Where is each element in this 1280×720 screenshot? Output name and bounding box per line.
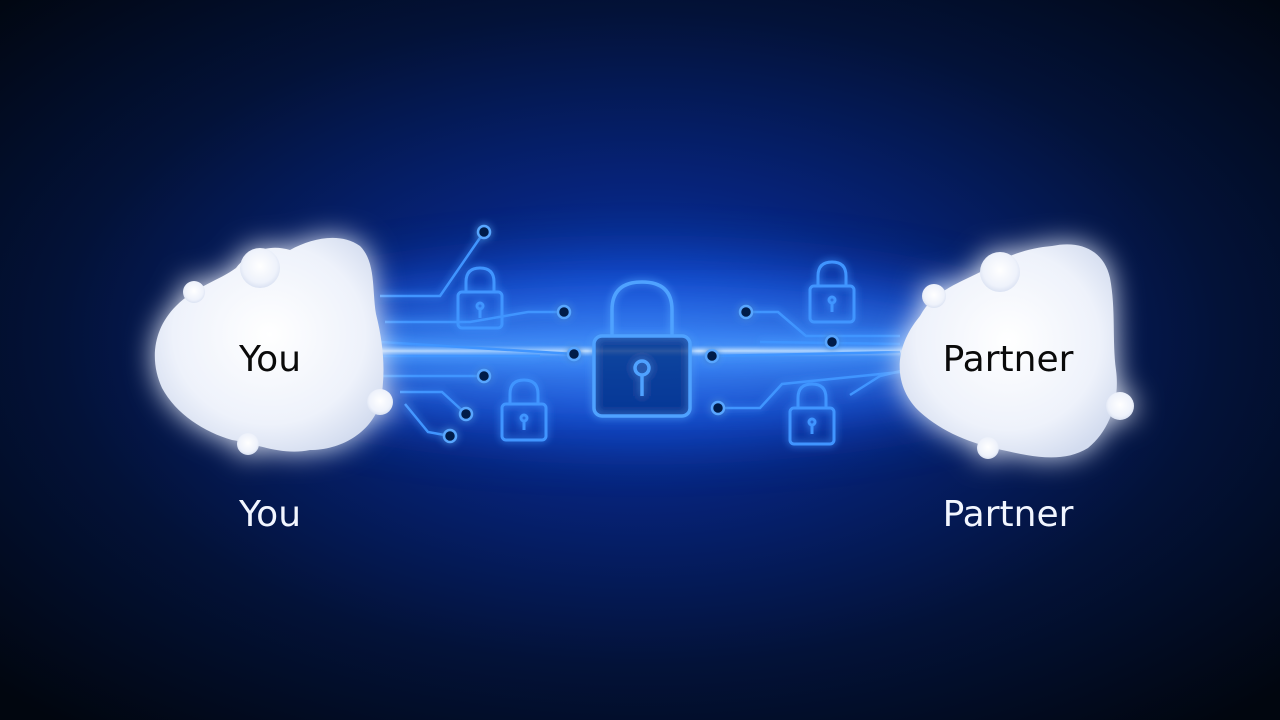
padlock-icon-small-3 bbox=[808, 260, 856, 324]
left-node-label: You bbox=[238, 339, 302, 380]
cloud-left bbox=[154, 237, 393, 455]
right-node-caption: Partner bbox=[942, 494, 1074, 535]
right-node-label: Partner bbox=[942, 339, 1074, 380]
padlock-icon-small-1 bbox=[456, 266, 504, 330]
padlock-icon-small-4 bbox=[788, 382, 836, 446]
circuit-traces bbox=[379, 231, 906, 438]
cloud-right bbox=[899, 244, 1134, 459]
left-node-caption: You bbox=[238, 494, 302, 535]
padlock-icon-central bbox=[592, 280, 692, 418]
padlock-icon-small-2 bbox=[500, 378, 548, 442]
circuit-nodes bbox=[442, 224, 840, 444]
